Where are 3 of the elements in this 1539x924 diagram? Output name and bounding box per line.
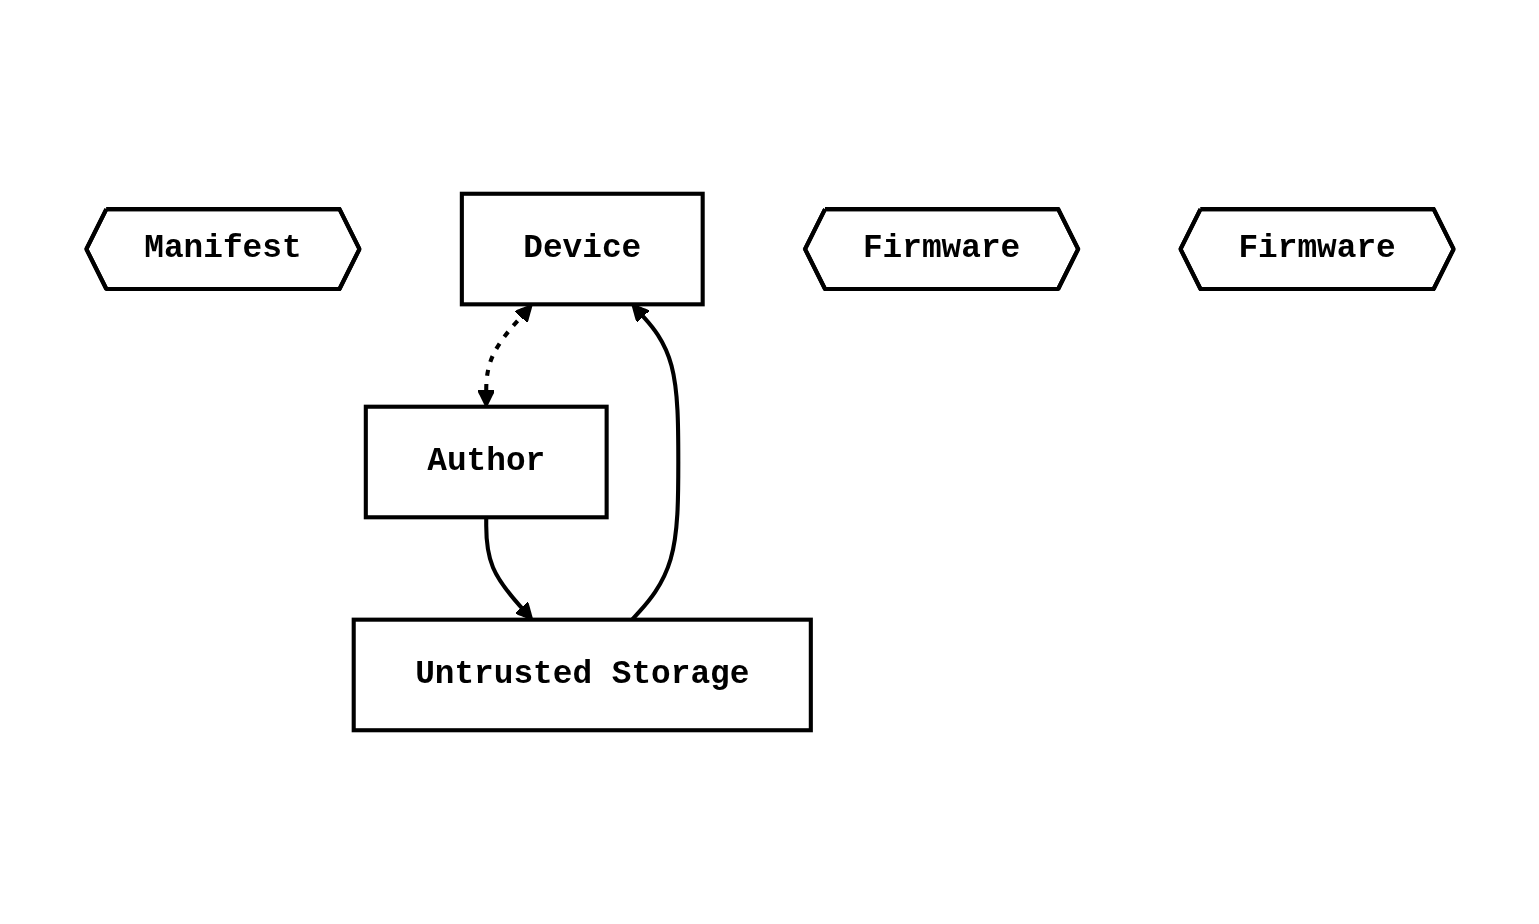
node-box: Author bbox=[363, 404, 609, 520]
node-box: Untrusted Storage bbox=[351, 617, 813, 733]
node-box: Device bbox=[459, 191, 705, 307]
